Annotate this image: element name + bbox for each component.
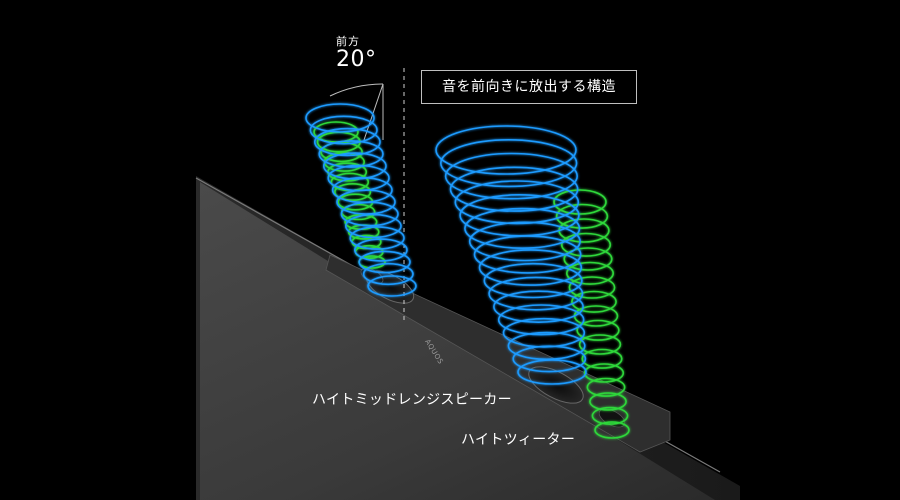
right-mid-wave-ring bbox=[440, 139, 578, 188]
sound-wave-coils bbox=[305, 103, 630, 439]
right-tweeter-wave-ring bbox=[568, 276, 616, 299]
right-tweeter-wave-ring bbox=[555, 203, 609, 229]
right-tweeter-wave-ring bbox=[560, 232, 612, 257]
tweeter-label: ハイトツィーター bbox=[461, 432, 576, 448]
right-mid-wave-ring bbox=[488, 276, 584, 311]
left-mid-wave-ring bbox=[340, 201, 399, 227]
mid-speaker-label: ハイトミッドレンジスピーカー bbox=[312, 392, 512, 408]
right-mid-wave-ring bbox=[512, 345, 587, 373]
right-mid-wave-ring bbox=[449, 166, 579, 212]
right-tweeter-wave-ring bbox=[578, 334, 622, 355]
left-mid-wave-ring bbox=[322, 152, 387, 180]
right-mid-wave-ring bbox=[517, 359, 587, 385]
left-mid-wave-ring bbox=[344, 213, 402, 239]
right-mid-wave-ring bbox=[493, 290, 584, 324]
right-tweeter-wave-ring bbox=[553, 189, 607, 215]
tv-screen bbox=[200, 182, 900, 500]
right-mid-wave-ring bbox=[444, 152, 578, 200]
right-tweeter-wave-ring bbox=[589, 392, 627, 411]
right-tweeter-wave-ring bbox=[581, 348, 623, 369]
left-mid-wave-ring bbox=[353, 238, 408, 262]
left-mid-wave-ring bbox=[309, 115, 378, 145]
left-mid-wave-ring bbox=[362, 262, 414, 286]
right-mid-wave-ring bbox=[497, 304, 585, 336]
left-mid-wave-ring bbox=[336, 189, 396, 215]
left-mid-wave-ring bbox=[349, 226, 405, 250]
right-mid-wave-ring bbox=[507, 331, 586, 361]
right-mid-wave-ring bbox=[454, 180, 580, 225]
right-tweeter-wave-ring bbox=[576, 319, 620, 341]
left-mid-wave-ring bbox=[318, 140, 384, 168]
direction-label: 前方 bbox=[336, 35, 360, 48]
right-mid-wave-ring bbox=[468, 221, 581, 262]
right-tweeter-wave-ring bbox=[563, 247, 613, 271]
right-mid-wave-ring bbox=[478, 249, 583, 286]
speaker-housing bbox=[325, 254, 671, 453]
right-tweeter-wave-ring bbox=[571, 290, 617, 313]
mid-speaker-port-right bbox=[528, 366, 584, 404]
right-tweeter-wave-ring bbox=[586, 377, 626, 397]
right-tweeter-wave-ring bbox=[591, 406, 629, 425]
left-mid-wave-ring bbox=[313, 127, 381, 157]
left-tweeter-wave-ring bbox=[334, 183, 372, 202]
angle-value: 20° bbox=[336, 47, 377, 72]
right-mid-wave-ring bbox=[464, 207, 581, 249]
right-mid-wave-ring bbox=[435, 125, 577, 175]
left-mid-wave-ring bbox=[367, 275, 417, 297]
right-tweeter-wave-ring bbox=[594, 421, 630, 439]
left-tweeter-wave-ring bbox=[320, 141, 363, 163]
right-mid-wave-ring bbox=[473, 235, 582, 274]
right-mid-wave-ring bbox=[483, 262, 583, 299]
right-tweeter-wave-ring bbox=[583, 363, 625, 383]
left-mid-wave-ring bbox=[358, 250, 411, 274]
caption-box: 音を前向きに放出する構造 bbox=[421, 70, 637, 104]
left-mid-wave-ring bbox=[305, 103, 375, 133]
right-tweeter-wave-ring bbox=[565, 261, 614, 285]
angle-arc bbox=[329, 83, 384, 97]
